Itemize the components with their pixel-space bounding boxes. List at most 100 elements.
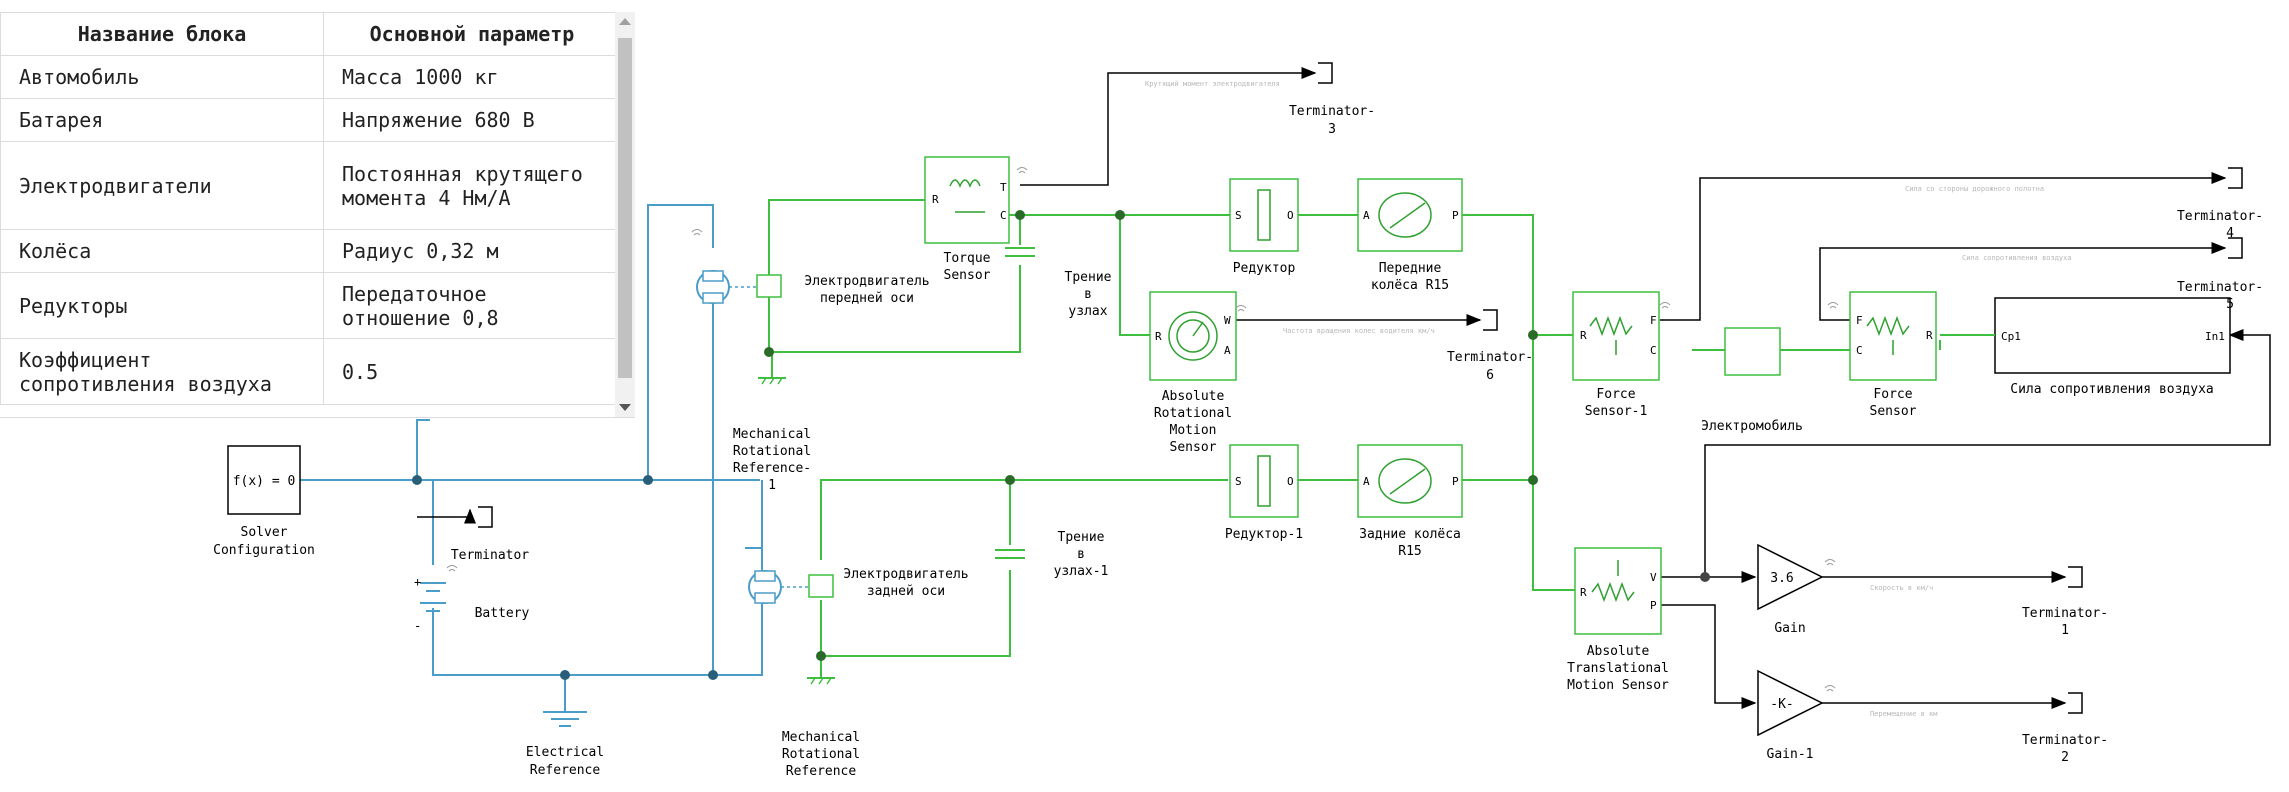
friction-2-block[interactable]: Трение в узлах-1	[1054, 530, 1109, 579]
terminator-4-label-2: 4	[2226, 226, 2234, 241]
electrical-ref-label-1: Electrical	[526, 745, 604, 760]
wheels-rear-label-2: R15	[1398, 544, 1421, 559]
reducer-rear-block[interactable]: S O Редуктор-1	[1225, 444, 1303, 542]
abs-rot-port-w: W	[1224, 314, 1231, 327]
scroll-up-icon[interactable]	[619, 18, 631, 25]
mech-ref-1-label-2: Rotational	[733, 444, 811, 459]
electrical-reference-block[interactable]: Electrical Reference	[526, 711, 604, 778]
reducer-rear-port-s: S	[1235, 475, 1242, 488]
mech-ref-2-label-2: Rotational	[782, 747, 860, 762]
torque-sensor-block[interactable]: R T C Torque Sensor	[924, 156, 1010, 283]
table-cell: Постоянная крутящего момента 4 Нм/А	[323, 141, 621, 230]
gain-block[interactable]: 3.6 Gain	[1757, 543, 1824, 636]
air-drag-port-left: Cp1	[2001, 330, 2021, 343]
reducer-front-block[interactable]: S O Редуктор	[1229, 178, 1299, 276]
terminator-6-label-2: 6	[1486, 368, 1494, 383]
torque-sensor-label-2: Sensor	[944, 268, 991, 283]
terminator-4-label-1: Terminator-	[2177, 209, 2263, 224]
friction-1-block[interactable]: Трение в узлах	[1065, 270, 1112, 319]
gain-1-block[interactable]: -K- Gain-1	[1757, 669, 1824, 762]
abs-trans-sensor-block[interactable]: R V P Absolute Translational Motion Sens…	[1567, 547, 1669, 693]
reducer-front-port-s: S	[1235, 209, 1242, 222]
signal-label-distance: Перемещение в км	[1870, 710, 1938, 718]
terminator-2-block[interactable]: Terminator- 2	[2022, 692, 2108, 765]
friction-2-label-3: узлах-1	[1054, 564, 1109, 579]
terminator-3-label-2: 3	[1328, 122, 1336, 137]
terminator-5-block[interactable]: Terminator- 5	[2177, 237, 2263, 312]
terminator-4-block[interactable]: Terminator- 4	[2177, 167, 2263, 241]
force-sensor-label-2: Sensor	[1870, 404, 1917, 419]
scroll-down-icon[interactable]	[619, 404, 631, 411]
force-1-port-c: C	[1650, 344, 1657, 357]
junction-dot	[1700, 572, 1710, 582]
motor-front-label-1: Электродвигатель	[804, 274, 929, 289]
reducer-front-port-o: O	[1287, 209, 1294, 222]
terminator-3-block[interactable]: Terminator- 3	[1289, 62, 1375, 137]
abs-rot-port-a: A	[1224, 344, 1231, 357]
table-cell: Напряжение 680 В	[323, 98, 621, 142]
wifi-icon	[1824, 559, 1836, 566]
wifi-icon	[691, 229, 703, 236]
terminator-5-label-2: 5	[2226, 297, 2234, 312]
junctions	[412, 210, 1710, 680]
battery-block[interactable]: + - Battery	[414, 575, 530, 633]
wheels-rear-block[interactable]: A P Задние колёса R15	[1357, 444, 1463, 559]
motor-front-block[interactable]: Электродвигатель передней оси	[696, 270, 930, 306]
solver-configuration-block[interactable]: f(x) = 0 Solver Configuration	[213, 445, 315, 558]
electrical-ref-label-2: Reference	[530, 763, 601, 778]
abs-rot-sensor-block[interactable]: R W A Absolute Rotational Motion Sensor	[1149, 291, 1237, 455]
wheels-rear-label-1: Задние колёса	[1359, 527, 1461, 542]
table-header-parameter: Основной параметр	[323, 12, 621, 56]
terminator-6-block[interactable]: Terminator- 6	[1447, 309, 1533, 383]
wifi-icon	[446, 565, 458, 572]
logging-markers	[446, 167, 1839, 692]
terminator-2-label-2: 2	[2061, 750, 2069, 765]
air-drag-block[interactable]: Cp1 In1 Сила сопротивления воздуха	[1994, 297, 2231, 397]
torque-port-c: C	[1000, 209, 1007, 222]
table-scrollbar[interactable]	[615, 12, 635, 417]
table-row: Батарея Напряжение 680 В	[0, 98, 621, 142]
abs-trans-label-2: Translational	[1567, 661, 1669, 676]
vehicle-label: Электромобиль	[1701, 419, 1803, 434]
mech-ref-2-block[interactable]: Mechanical Rotational Reference	[782, 677, 860, 779]
junction-dot	[1528, 330, 1538, 340]
force-sensor-1-block[interactable]: R F C Force Sensor-1	[1572, 291, 1660, 419]
mech-ref-1-block[interactable]: Mechanical Rotational Reference- 1	[733, 377, 811, 493]
reducer-rear-port-o: O	[1287, 475, 1294, 488]
abs-trans-label-1: Absolute	[1587, 644, 1650, 659]
abs-rot-label-3: Motion	[1170, 423, 1217, 438]
table-cell: Редукторы	[0, 272, 324, 339]
scroll-thumb[interactable]	[618, 38, 632, 378]
junction-dot	[708, 670, 718, 680]
abs-rot-label-1: Absolute	[1162, 389, 1225, 404]
table-header-row: Название блока Основной параметр	[0, 12, 621, 56]
motor-front-label-2: передней оси	[820, 291, 914, 306]
abs-rot-port-r: R	[1155, 330, 1162, 343]
wheels-front-block[interactable]: A P Передние колёса R15	[1357, 178, 1463, 293]
friction-2-label-2: в	[1077, 547, 1085, 562]
terminator-block[interactable]: Terminator	[451, 506, 529, 563]
terminator-5-label-1: Terminator-	[2177, 280, 2263, 295]
force-sensor-block[interactable]: F C R Force Sensor	[1849, 291, 1937, 419]
table-cell: Коэффициент сопротивления воздуха	[0, 338, 324, 405]
junction-dot	[764, 347, 774, 357]
air-drag-port-right: In1	[2205, 330, 2225, 343]
wifi-icon	[1824, 685, 1836, 692]
table-row: Коэффициент сопротивления воздуха 0.5	[0, 338, 621, 405]
motor-rear-block[interactable]: Электродвигатель задней оси	[748, 567, 969, 604]
friction-1-label-3: узлах	[1068, 304, 1107, 319]
vehicle-block[interactable]: Электромобиль	[1701, 327, 1803, 434]
signal-label-group: Крутящий момент электродвигателя Частота…	[1145, 80, 2072, 718]
mech-ref-2-label-1: Mechanical	[782, 730, 860, 745]
solver-icon-text: f(x) = 0	[233, 474, 296, 489]
signal-label-ground-force: Сила со стороны дорожного полотна	[1905, 185, 2044, 193]
table-cell: Передаточное отношение 0,8	[323, 272, 621, 339]
table-cell: Радиус 0,32 м	[323, 229, 621, 273]
force-port-c: C	[1856, 344, 1863, 357]
junction-dot	[560, 670, 570, 680]
terminator-1-block[interactable]: Terminator- 1	[2022, 566, 2108, 638]
force-sensor-1-label-2: Sensor-1	[1585, 404, 1648, 419]
force-port-r: R	[1926, 329, 1933, 342]
wifi-icon	[1235, 305, 1247, 312]
